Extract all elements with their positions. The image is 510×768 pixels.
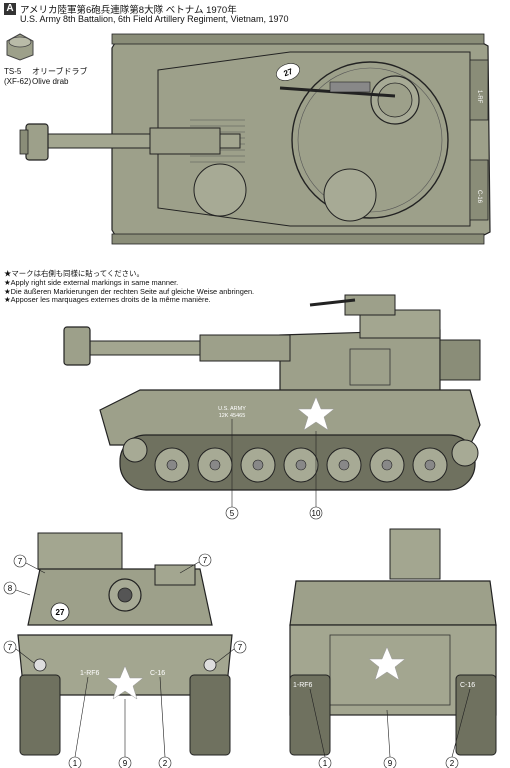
marking-notes: ★マークは右側も同様に貼ってください。 ★Apply right side ex…	[4, 269, 255, 305]
callout-side-5: 5	[230, 509, 235, 518]
title-english: U.S. Army 8th Battalion, 6th Field Artil…	[20, 14, 289, 24]
callout-front-8: 8	[8, 584, 13, 593]
tank-side-view: U.S. ARMY 12K 45465 5 10	[63, 294, 481, 520]
tank-front-view: 27 1-RF6 C-16 7 7 8 7 7 1 9 2	[3, 532, 247, 768]
note-fr: ★Apposer les marquages externes droits d…	[4, 295, 211, 305]
side-army-text: U.S. ARMY	[218, 406, 246, 412]
title-japanese: アメリカ陸軍第6砲兵連隊第8大隊 ベトナム 1970年	[20, 5, 237, 16]
top-rear-left-code: 1-RF	[476, 90, 482, 104]
callout-front-2: 2	[163, 759, 168, 768]
front-number-decal: 27	[56, 608, 65, 617]
callout-front-7c: 7	[8, 643, 13, 652]
option-badge: A	[4, 3, 16, 15]
paint-code-alt: (XF-62)	[4, 77, 32, 86]
callout-front-7a: 7	[18, 557, 23, 566]
rear-left-code: 1-RF6	[293, 682, 313, 689]
note-de: ★Die äußeren Markierungen der rechten Se…	[4, 286, 255, 296]
tank-top-view: 27 1-RF C-16	[19, 33, 491, 245]
tank-rear-view: 1-RF6 C-16 1 9 2	[289, 528, 497, 768]
rear-right-code: C-16	[460, 682, 475, 689]
callout-rear-1: 1	[323, 759, 328, 768]
paint-name-en: Olive drab	[32, 77, 69, 86]
front-left-code: 1-RF6	[80, 670, 100, 677]
paint-name-jp: オリーブドラブ	[32, 67, 88, 76]
callout-rear-9: 9	[388, 759, 393, 768]
callout-front-7d: 7	[238, 643, 243, 652]
callout-front-9: 9	[123, 759, 128, 768]
paint-name: オリーブドラブ Olive drab	[32, 67, 88, 87]
top-rear-right-code: C-16	[476, 190, 482, 204]
callout-side-10: 10	[312, 509, 321, 518]
callout-front-7b: 7	[203, 556, 208, 565]
callout-rear-2: 2	[450, 759, 455, 768]
paint-can-icon	[6, 33, 34, 61]
callout-front-1: 1	[73, 759, 78, 768]
paint-code: TS-5 (XF-62)	[4, 67, 31, 87]
front-right-code: C-16	[150, 670, 165, 677]
side-serial-text: 12K 45465	[219, 413, 246, 419]
note-jp: ★マークは右側も同様に貼ってください。	[4, 269, 144, 278]
note-en: ★Apply right side external markings in s…	[4, 277, 179, 287]
paint-code-primary: TS-5	[4, 67, 22, 76]
top-number-decal: 27	[282, 67, 294, 79]
